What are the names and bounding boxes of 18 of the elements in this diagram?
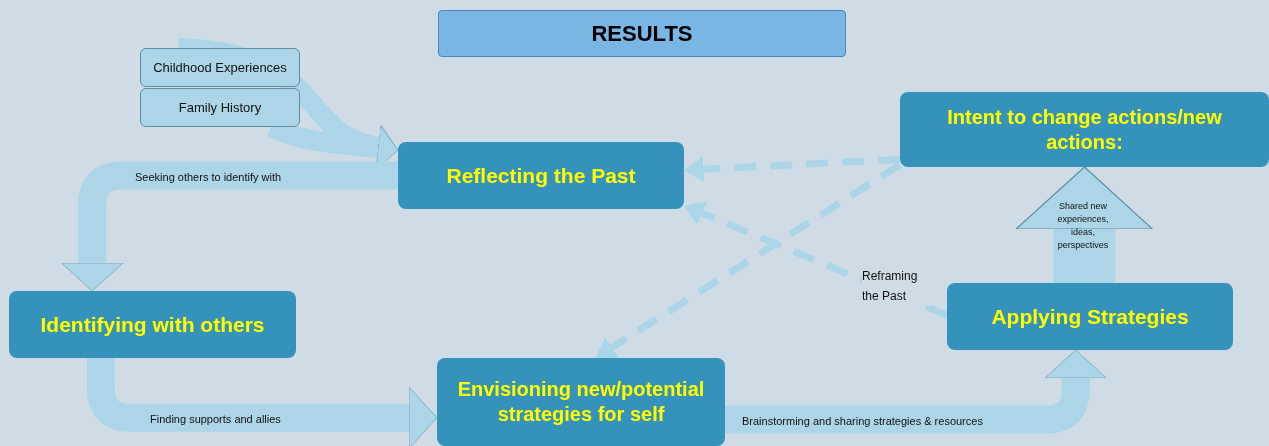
block-arrow [61,161,398,292]
process-box: Applying Strategies [947,283,1233,350]
process-box: Reflecting the Past [398,142,684,209]
title-box: RESULTS [438,10,846,57]
block-arrow [1015,166,1154,284]
edge-label: Finding supports and allies [150,412,282,427]
block-arrow [86,358,438,446]
edge-label: Shared new experiences, ideas, perspectives [1056,200,1110,252]
process-box: Intent to change actions/new actions: [900,92,1269,167]
input-box: Family History [140,88,300,127]
edge-label: Seeking others to identify with [135,170,283,185]
block-arrow [725,349,1107,434]
input-box: Childhood Experiences [140,48,300,87]
process-box: Identifying with others [9,291,296,358]
edge-label: Brainstorming and sharing strategies & resources [742,414,984,429]
dashed-arrow [595,161,902,359]
dashed-arrow [684,156,901,182]
process-box: Envisioning new/potential strategies for self [437,358,725,446]
